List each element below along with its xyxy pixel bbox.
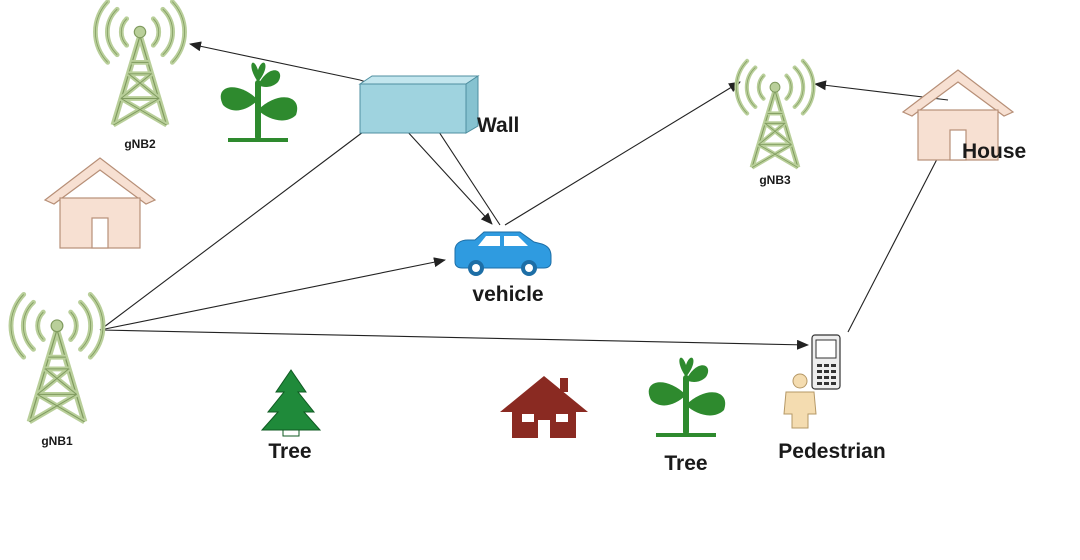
vehicle-node: vehicle [454, 231, 552, 306]
gnb2-node: gNB2 [95, 2, 184, 151]
person-icon [783, 373, 817, 429]
mobile-phone-icon [811, 334, 841, 390]
ray-wall-reflection-to-vehicle [394, 117, 493, 225]
vehicle-label: vehicle [472, 283, 543, 306]
gnb2-label: gNB2 [124, 137, 156, 151]
ray-vehicle-to-gnb3 [504, 81, 741, 226]
antenna-tower-icon [11, 294, 103, 421]
wall-obstacle: Wall [358, 75, 519, 137]
tree-left-node: Tree [260, 369, 322, 463]
plant-icon [646, 355, 728, 437]
ray-pedestrian-to-house [847, 129, 953, 333]
house-node: House [902, 69, 1026, 163]
pedestrian-label: Pedestrian [778, 440, 885, 463]
antenna-tower-icon [95, 2, 184, 126]
gnb3-label: gNB3 [759, 173, 791, 187]
gnb1-label: gNB1 [41, 434, 73, 448]
ray-gnb1-to-wall [99, 131, 364, 331]
car-icon [454, 231, 552, 276]
house-label: House [962, 140, 1026, 163]
ray-gnb1-to-vehicle [99, 257, 446, 331]
antenna-tower-icon [736, 61, 813, 168]
wall-label: Wall [477, 114, 519, 137]
ray-gnb1-to-pedestrian [99, 329, 809, 350]
wall-block-icon [358, 75, 480, 134]
house-icon [44, 157, 156, 249]
ray-wall-to-gnb2 [189, 41, 361, 81]
tree-right-label: Tree [664, 452, 707, 475]
tree-left-label: Tree [268, 440, 311, 463]
pine-tree-icon [260, 369, 322, 437]
gnb1-node: gNB1 [11, 294, 103, 448]
plant-icon [218, 60, 300, 142]
house-icon [500, 376, 588, 438]
gnb3-node: gNB3 [736, 61, 813, 187]
tree-right-node: Tree [646, 355, 728, 475]
pedestrian-node: Pedestrian [778, 334, 886, 463]
